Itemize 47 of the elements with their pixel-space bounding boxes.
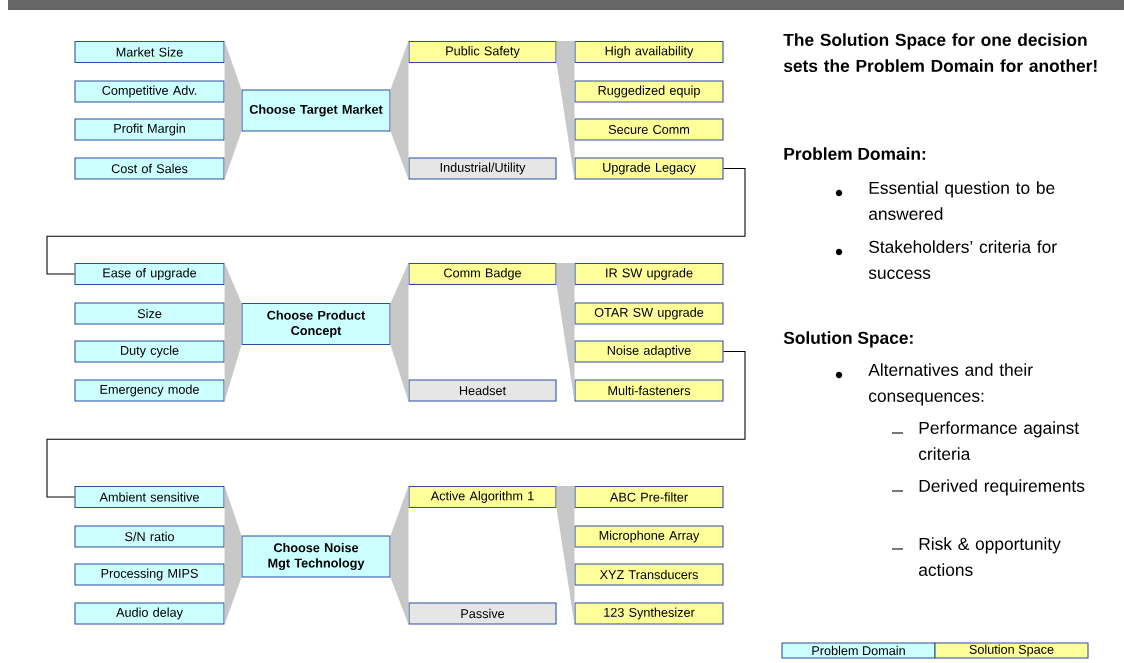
heading: The Solution Space for one decision sets the Problem Domain for another!: [783, 33, 1097, 72]
attribute-box: Noise adaptive: [574, 340, 724, 363]
attribute-box: Microphone Array: [574, 525, 724, 548]
attribute-box: High availability: [574, 40, 724, 64]
criterion-box: Duty cycle: [74, 340, 225, 363]
bullet-text: Stakeholders’ criteria for success: [868, 240, 1057, 279]
option-box: Public Safety: [408, 40, 557, 64]
option-box: Headset: [408, 379, 557, 402]
attribute-box: IR SW upgrade: [574, 262, 724, 286]
criterion-box: Profit Margin: [74, 118, 225, 141]
bullet-text: Essential question to be answered: [869, 181, 1055, 220]
attribute-box: Secure Comm: [574, 118, 724, 141]
split-funnel: [390, 262, 409, 402]
attribute-box: Ruggedized equip: [574, 80, 724, 103]
section-heading: Problem Domain:: [784, 147, 926, 160]
decision-box: Choose Product Concept: [241, 302, 391, 346]
criterion-box: Emergency mode: [74, 379, 225, 402]
attribute-box: ABC Pre-filter: [574, 485, 724, 509]
criterion-box: Cost of Sales: [74, 157, 225, 180]
criterion-box: Size: [74, 302, 225, 325]
criterion-box: Market Size: [74, 40, 225, 64]
legend-label: Solution Space: [969, 644, 1054, 657]
decision-box: Choose Noise Mgt Technology: [241, 535, 391, 578]
connector-line: [46, 167, 746, 275]
attribute-box: Upgrade Legacy: [574, 157, 724, 180]
attribute-box: XYZ Transducers: [574, 563, 724, 586]
criterion-box: Ambient sensitive: [74, 485, 225, 509]
option-box: Comm Badge: [408, 262, 557, 286]
sub-bullet-text: Risk & opportunity actions: [919, 537, 1061, 576]
connector-line: [46, 350, 746, 498]
attribute-box: Multi-fasteners: [574, 379, 724, 402]
option-box: Industrial/Utility: [408, 157, 557, 180]
sub-bullet-text: Performance against criteria: [919, 421, 1079, 460]
option-box: Passive: [408, 602, 557, 625]
criterion-box: Ease of upgrade: [74, 262, 225, 286]
decision-box: Choose Target Market: [241, 89, 391, 132]
attribute-box: 123 Synthesizer: [574, 602, 724, 625]
attribute-box: OTAR SW upgrade: [574, 302, 724, 325]
sub-bullet-text: Derived requirements: [919, 479, 1085, 496]
legend-label: Problem Domain: [812, 645, 905, 656]
bullet-text: Alternatives and their consequences:: [868, 363, 1033, 406]
criterion-box: Processing MIPS: [74, 563, 225, 586]
criterion-box: S/N ratio: [74, 525, 225, 548]
option-box: Active Algorithm 1: [408, 485, 557, 509]
criterion-box: Competitive Adv.: [74, 80, 225, 103]
criterion-box: Audio delay: [74, 602, 225, 625]
section-heading: Solution Space:: [783, 331, 913, 348]
